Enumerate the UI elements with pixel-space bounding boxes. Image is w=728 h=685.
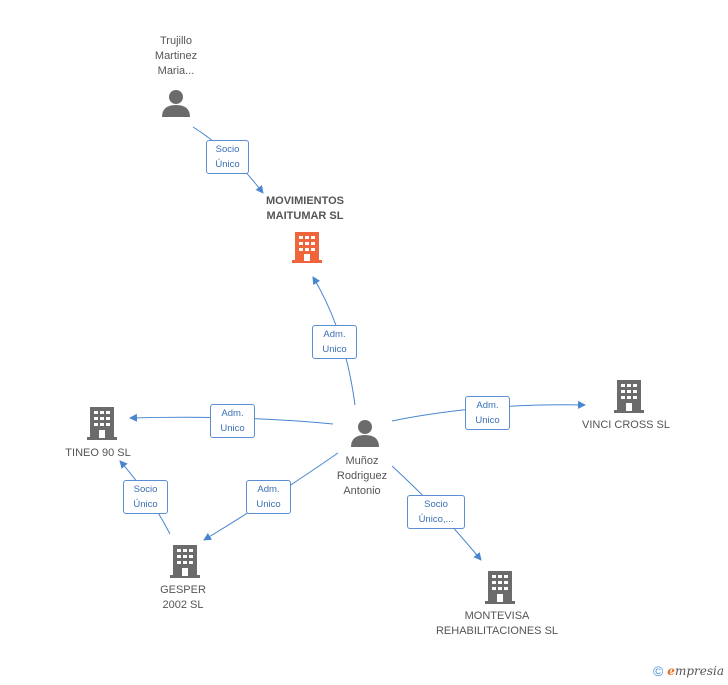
edge-label-munoz-gesper[interactable]: Adm. Unico: [246, 480, 291, 514]
copyright-icon: ©: [652, 663, 664, 679]
edge-label-munoz-montevisa[interactable]: Socio Único,...: [407, 495, 465, 529]
edge-label-munoz-vinci[interactable]: Adm. Unico: [465, 396, 510, 430]
building-icon-main[interactable]: [291, 230, 323, 264]
node-label-vinci: VINCI CROSS SL: [581, 419, 671, 431]
node-label-gesper: GESPER 2002 SL: [160, 584, 206, 611]
edge-label-trujillo-movimientos[interactable]: Socio Único: [206, 140, 249, 174]
node-label-trujillo: Trujillo Martinez Maria...: [154, 35, 198, 77]
person-icon[interactable]: [350, 418, 380, 448]
edge-label-gesper-tineo[interactable]: Socio Único: [123, 480, 168, 514]
brand-logo: empresia: [667, 664, 724, 678]
node-label-munoz: Muñoz Rodriguez Antonio: [336, 455, 388, 497]
building-icon[interactable]: [86, 405, 118, 441]
building-icon[interactable]: [484, 569, 516, 605]
node-label-movimientos: MOVIMIENTOS MAITUMAR SL: [265, 195, 345, 222]
node-label-montevisa: MONTEVISA REHABILITACIONES SL: [435, 610, 559, 637]
person-icon[interactable]: [161, 88, 191, 118]
node-label-tineo: TINEO 90 SL: [65, 447, 131, 459]
footer-brand[interactable]: © empresia: [653, 663, 724, 679]
building-icon[interactable]: [613, 378, 645, 414]
edge-label-munoz-tineo[interactable]: Adm. Unico: [210, 404, 255, 438]
building-icon[interactable]: [169, 543, 201, 579]
edge-label-munoz-movimientos[interactable]: Adm. Unico: [312, 325, 357, 359]
